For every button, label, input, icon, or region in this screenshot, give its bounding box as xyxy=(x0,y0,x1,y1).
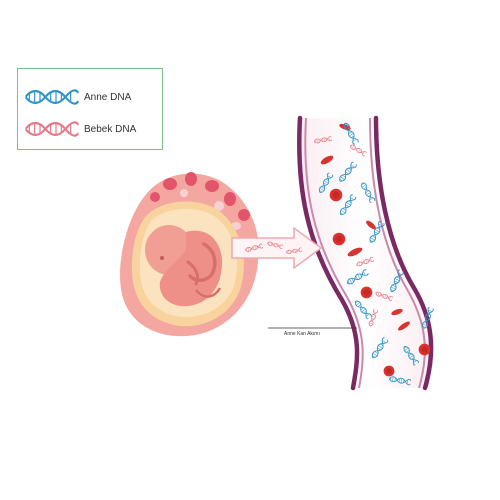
red-blood-cells xyxy=(320,123,431,377)
womb-wall-tissue xyxy=(150,172,250,230)
legend-item-baby-dna: Bebek DNA xyxy=(24,119,136,139)
blood-flow-label: Anne Kan Akımı xyxy=(284,331,320,337)
red-blood-cell-side xyxy=(398,321,410,331)
legend-item-mother-dna: Anne DNA xyxy=(24,87,131,107)
red-blood-cell xyxy=(360,286,373,299)
red-blood-cell xyxy=(383,365,395,377)
legend: Anne DNA Bebek DNA xyxy=(17,68,163,150)
fetus-leg xyxy=(188,242,217,282)
red-blood-cell-side xyxy=(347,247,363,257)
red-blood-cell xyxy=(329,188,343,202)
red-blood-cell-side xyxy=(391,308,403,316)
transfer-arrow xyxy=(231,226,323,270)
dna-helix-icon xyxy=(25,121,79,137)
vessel-wall-right xyxy=(373,115,434,391)
red-blood-cell xyxy=(418,343,431,356)
vessel-wall-left xyxy=(297,115,360,391)
umbilical-cord xyxy=(195,287,222,298)
fetus-eye xyxy=(160,256,164,260)
fetus-body xyxy=(159,230,222,307)
red-blood-cell-side xyxy=(366,220,376,230)
dna-helix-icon xyxy=(25,89,79,105)
legend-label: Bebek DNA xyxy=(84,123,137,135)
womb xyxy=(120,172,259,337)
fetus xyxy=(145,225,222,307)
fetus-arm xyxy=(186,260,200,286)
red-blood-cell-side xyxy=(320,155,334,165)
legend-label: Anne DNA xyxy=(84,91,132,103)
red-blood-cell xyxy=(332,232,346,246)
vessel-lumen xyxy=(299,118,432,388)
blood-vessel xyxy=(297,115,434,391)
